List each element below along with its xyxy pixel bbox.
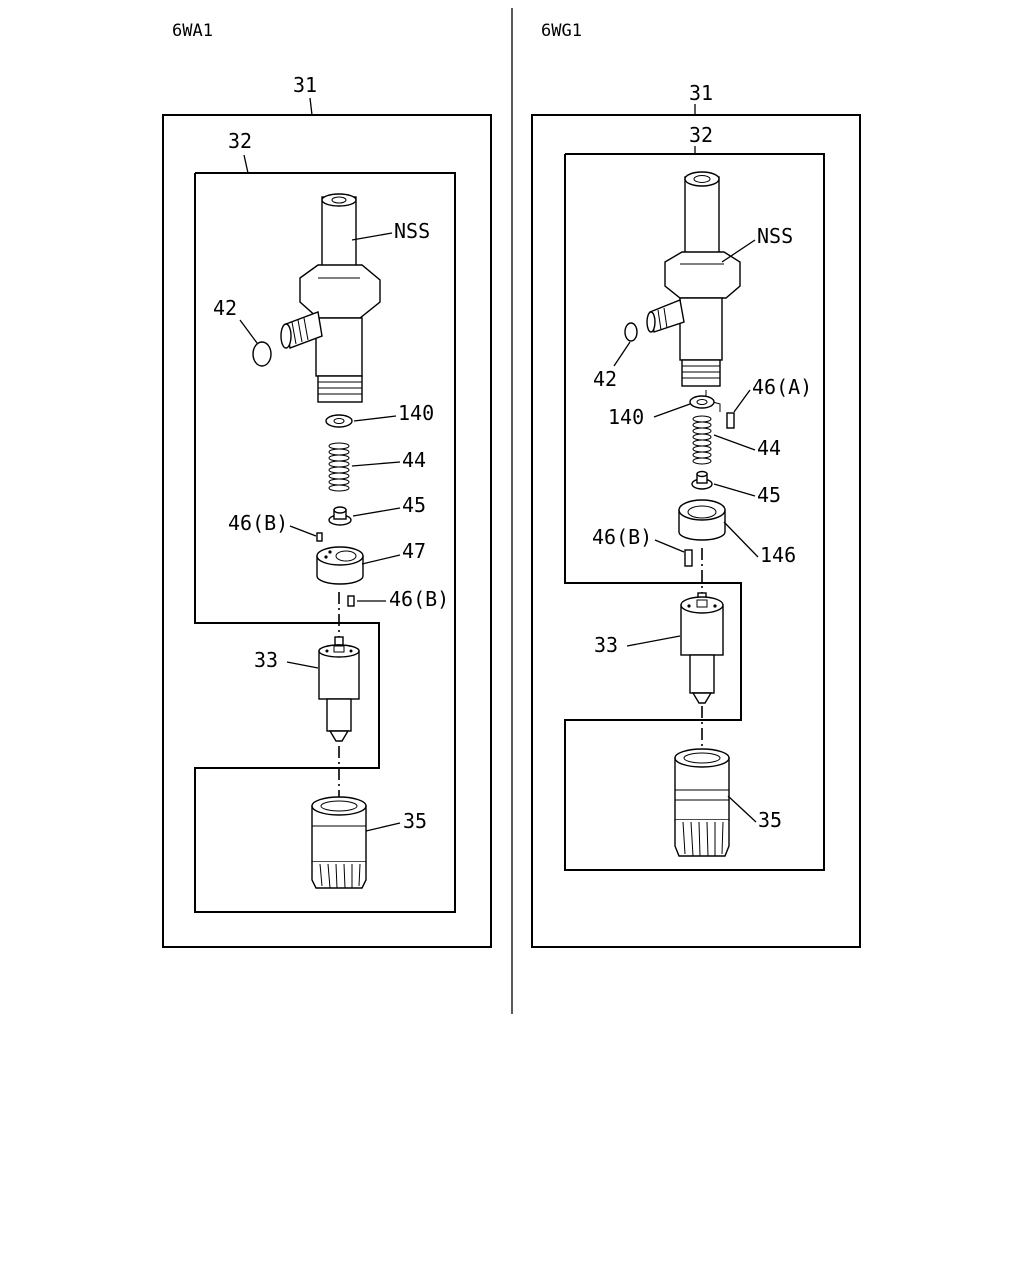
- o-ring-42: [252, 341, 272, 367]
- callout-31: 31: [293, 73, 317, 97]
- spring-seat-45: [328, 506, 352, 526]
- pin-46b-right: [684, 549, 693, 567]
- washer-140: [325, 414, 353, 428]
- callout-32-right: 32: [689, 123, 713, 147]
- callout-42: 42: [213, 296, 237, 320]
- spring-44-right: [692, 415, 712, 465]
- callout-46b-top: 46(B): [228, 511, 288, 535]
- spacer-146-right: [678, 499, 726, 541]
- nozzle-33-right: [680, 592, 724, 704]
- callout-45-right: 45: [757, 483, 781, 507]
- spring-seat-45-right: [691, 470, 713, 490]
- callout-46b-right: 46(B): [592, 525, 652, 549]
- callout-32: 32: [228, 129, 252, 153]
- callout-140-right: 140: [608, 405, 644, 429]
- callout-33-right: 33: [594, 633, 618, 657]
- model-title-6wg1: 6WG1: [541, 21, 582, 41]
- callout-35: 35: [403, 809, 427, 833]
- panel-6wg1: 6WG1 31 32 NSS: [531, 21, 861, 948]
- nozzle-33: [318, 636, 360, 742]
- panel-6wa1: 6WA1 31 32 NSS: [162, 21, 492, 948]
- callout-35-right: 35: [758, 808, 782, 832]
- retaining-nut-35-right: [674, 748, 730, 857]
- callout-46b-side: 46(B): [389, 587, 449, 611]
- callout-45: 45: [402, 493, 426, 517]
- pin-46b-side: [347, 595, 355, 607]
- spacer-47: [316, 546, 364, 585]
- callout-140: 140: [398, 401, 434, 425]
- callout-31-right: 31: [689, 81, 713, 105]
- callout-nss: NSS: [394, 219, 430, 243]
- callout-33: 33: [254, 648, 278, 672]
- callout-44: 44: [402, 448, 426, 472]
- callout-44-right: 44: [757, 436, 781, 460]
- callout-nss-right: NSS: [757, 224, 793, 248]
- nozzle-holder-part: [280, 193, 381, 403]
- callout-42-right: 42: [593, 367, 617, 391]
- callout-146-right: 146: [760, 543, 796, 567]
- washer-140-right: [689, 395, 715, 409]
- pin-46b-top: [316, 532, 323, 542]
- o-ring-42-right: [624, 322, 638, 342]
- assembly-box-31-right: [531, 114, 861, 948]
- assembly-box-32-right: [564, 153, 825, 871]
- assembly-box-32: [194, 172, 456, 913]
- callout-47: 47: [402, 539, 426, 563]
- model-title-6wa1: 6WA1: [172, 21, 213, 41]
- nozzle-holder-part-right: [646, 171, 741, 387]
- retaining-nut-35: [311, 796, 367, 889]
- callout-46a-right: 46(A): [752, 375, 812, 399]
- pin-46a-right: [726, 412, 735, 429]
- spring-44: [328, 442, 350, 492]
- assembly-box-31: [162, 114, 492, 948]
